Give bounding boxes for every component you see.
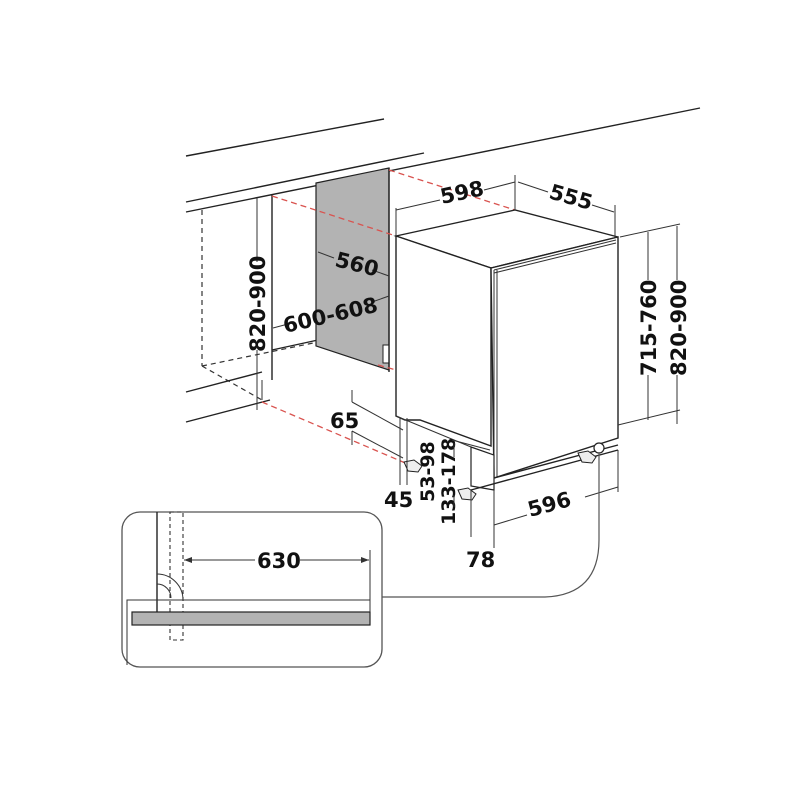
niche-back-panel	[315, 167, 390, 372]
label-78: 78	[466, 548, 495, 572]
left-cabinet	[185, 195, 319, 423]
niche-guides	[261, 169, 516, 466]
label-598: 598	[438, 176, 486, 209]
dim-foot-ranges: 53-98 133-178	[417, 438, 491, 525]
dishwasher-body	[393, 209, 619, 501]
dim-niche-height-left: 820-900	[246, 198, 270, 410]
label-820-900-left: 820-900	[246, 256, 270, 352]
dim-plinth-height: 65	[330, 390, 404, 459]
label-133-178: 133-178	[438, 438, 460, 525]
dim-foot-depth: 596 78	[466, 450, 619, 572]
label-45: 45	[384, 488, 413, 512]
dim-plinth-offset: 45	[384, 418, 413, 512]
label-630: 630	[257, 549, 301, 573]
dim-heights-right: 715-760 820-900	[617, 223, 691, 426]
label-596: 596	[525, 487, 574, 522]
label-820-900-right: 820-900	[667, 280, 691, 376]
inset-door-detail: 630	[121, 511, 383, 668]
label-715-760: 715-760	[637, 280, 661, 376]
countertop	[185, 107, 701, 213]
inset-connector	[382, 453, 600, 598]
label-53-98: 53-98	[417, 441, 439, 502]
label-65: 65	[330, 409, 359, 433]
label-555: 555	[547, 180, 596, 215]
